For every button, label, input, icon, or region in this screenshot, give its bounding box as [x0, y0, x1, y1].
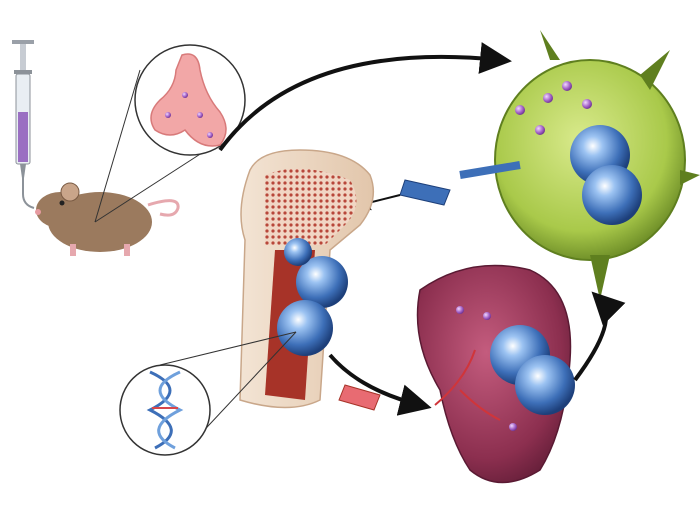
vessel-blue — [399, 179, 451, 206]
stomach-icon — [150, 53, 227, 147]
lymph-node-icon — [459, 30, 700, 300]
marrow-blue-cell — [296, 256, 348, 308]
marrow-blue-cell — [277, 300, 333, 356]
dna-inset — [119, 331, 297, 456]
vessel-red — [338, 384, 381, 411]
arrow-bone-to-spleen — [328, 353, 432, 416]
spleen-icon — [416, 264, 575, 484]
mouse-icon — [35, 182, 180, 256]
syringe-icon — [12, 40, 35, 209]
arrow-stomach-to-lymph — [218, 42, 512, 152]
bone-icon — [239, 149, 375, 409]
arrow-spleen-to-lymph — [573, 291, 626, 382]
stomach-inset — [94, 44, 246, 223]
dna-icon — [146, 370, 173, 450]
spleen-blue-cell — [515, 355, 575, 415]
lymph-blue-cell — [582, 165, 642, 225]
